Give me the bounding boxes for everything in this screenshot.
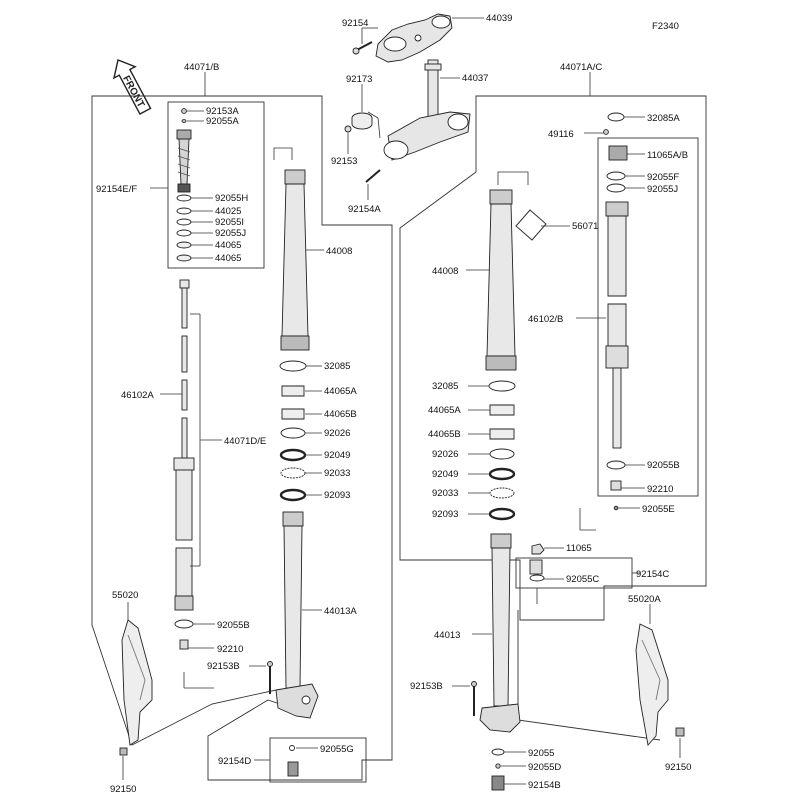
right-fork-frame [399,95,707,621]
right-outer-tube-44008 [485,189,517,371]
right-cartridge-kit-frame [597,137,699,497]
label-44065a-left: 44065A [324,386,357,397]
label-92055f: 92055F [647,172,679,183]
label-92055d: 92055D [528,762,561,773]
label-55020a: 55020A [628,594,661,605]
label-92033-left: 92033 [324,468,350,479]
label-92210-right: 92210 [647,484,673,495]
label-92154a: 92154A [348,204,381,215]
steering-bearing-92173 [351,112,373,130]
label-44071de: 44071D/E [224,436,266,447]
right-axle-bolt-92153b [471,681,477,716]
label-44071b: 44071/B [184,62,219,73]
label-32085a: 32085A [647,113,680,124]
label-92049-right: 92049 [432,469,458,480]
label-44065b-right: 44065B [428,429,461,440]
label-92153b-right: 92153B [410,681,443,692]
label-92173: 92173 [346,74,372,85]
steering-stem [383,59,471,161]
label-92033-right: 92033 [432,488,458,499]
label-92055b-right: 92055B [647,460,680,471]
label-92055-right: 92055 [528,748,554,759]
right-valve-group [529,543,545,582]
label-32085-left: 32085 [324,361,350,372]
label-92210-left: 92210 [217,644,243,655]
label-44065a-right: 44065A [428,405,461,416]
right-cartridge-46102b [605,201,629,449]
left-fork-frame [91,95,393,781]
bolt-92154-top [352,41,373,55]
label-92055g: 92055G [320,744,354,755]
label-92153b-left: 92153B [207,661,240,672]
label-44037: 44037 [462,73,488,84]
right-inner-tube-44013 [479,533,521,733]
label-56071: 56071 [572,221,598,232]
left-base-valve [287,745,299,777]
label-55020: 55020 [112,590,138,601]
label-92055i: 92055I [215,217,244,228]
label-92055j: 92055J [215,228,246,239]
label-92154ef: 92154E/F [96,184,137,195]
left-inner-tube-44013a [275,511,319,719]
label-49116: 49116 [548,129,574,140]
bolt-92153-mid [344,125,352,133]
left-cap-bolt-92153a [181,108,187,123]
label-44065b-left: 44065B [324,409,357,420]
label-46102a: 46102A [121,390,154,401]
right-guard-bolt-92150 [675,727,685,737]
label-92049-left: 92049 [324,450,350,461]
label-92153a: 92153A [206,106,239,117]
left-guard-bolt-92150 [119,747,128,756]
label-92055h: 92055H [215,193,248,204]
left-axle-bolt-92153b [267,661,273,694]
label-92093-left: 92093 [324,490,350,501]
label-44008-right: 44008 [432,266,458,277]
label-92154b: 92154B [528,780,561,791]
label-92026-left: 92026 [324,428,350,439]
label-44039: 44039 [486,13,512,24]
label-44071ac: 44071A/C [560,62,602,73]
right-decal-56071 [515,209,547,241]
label-44013a: 44013A [324,606,357,617]
left-fork-guard-55020 [121,619,153,746]
label-92154d: 92154D [218,756,251,767]
bolt-92154a [365,169,381,183]
figure-code: F2340 [652,21,679,32]
label-92026-right: 92026 [432,449,458,460]
right-seal-stack [488,380,516,521]
label-46102b: 46102/B [528,314,563,325]
label-44065-a: 44065 [215,240,241,251]
label-92055b-left: 92055B [217,620,250,631]
label-44065-b: 44065 [215,253,241,264]
left-cartridge-44071de [173,457,195,611]
label-92055j-right: 92055J [647,184,678,195]
label-44025: 44025 [215,206,241,217]
label-92055a: 92055A [206,116,239,127]
label-92154-top: 92154 [342,18,368,29]
left-top-cap-assembly [176,129,192,193]
label-92150-left: 92150 [110,784,136,795]
label-44013: 44013 [434,630,460,641]
label-92055c: 92055C [566,574,599,585]
label-92093-right: 92093 [432,509,458,520]
left-outer-tube-44008 [280,169,310,351]
label-92153-mid: 92153 [331,156,357,167]
left-cartridge-kit-frame [167,101,265,269]
label-92154c: 92154C [636,569,669,580]
right-bottom-parts [491,748,505,791]
label-11065: 11065 [566,543,592,554]
right-fork-guard-55020a [635,623,669,746]
upper-triple-clamp [375,13,453,63]
right-top-parts [603,112,628,193]
label-11065ab: 11065A/B [647,150,688,161]
label-92150-right: 92150 [665,762,691,773]
label-32085-right: 32085 [432,381,458,392]
right-lower-cartridge-parts [606,460,626,511]
label-44008-left: 44008 [326,246,352,257]
label-92055e: 92055E [642,504,675,515]
